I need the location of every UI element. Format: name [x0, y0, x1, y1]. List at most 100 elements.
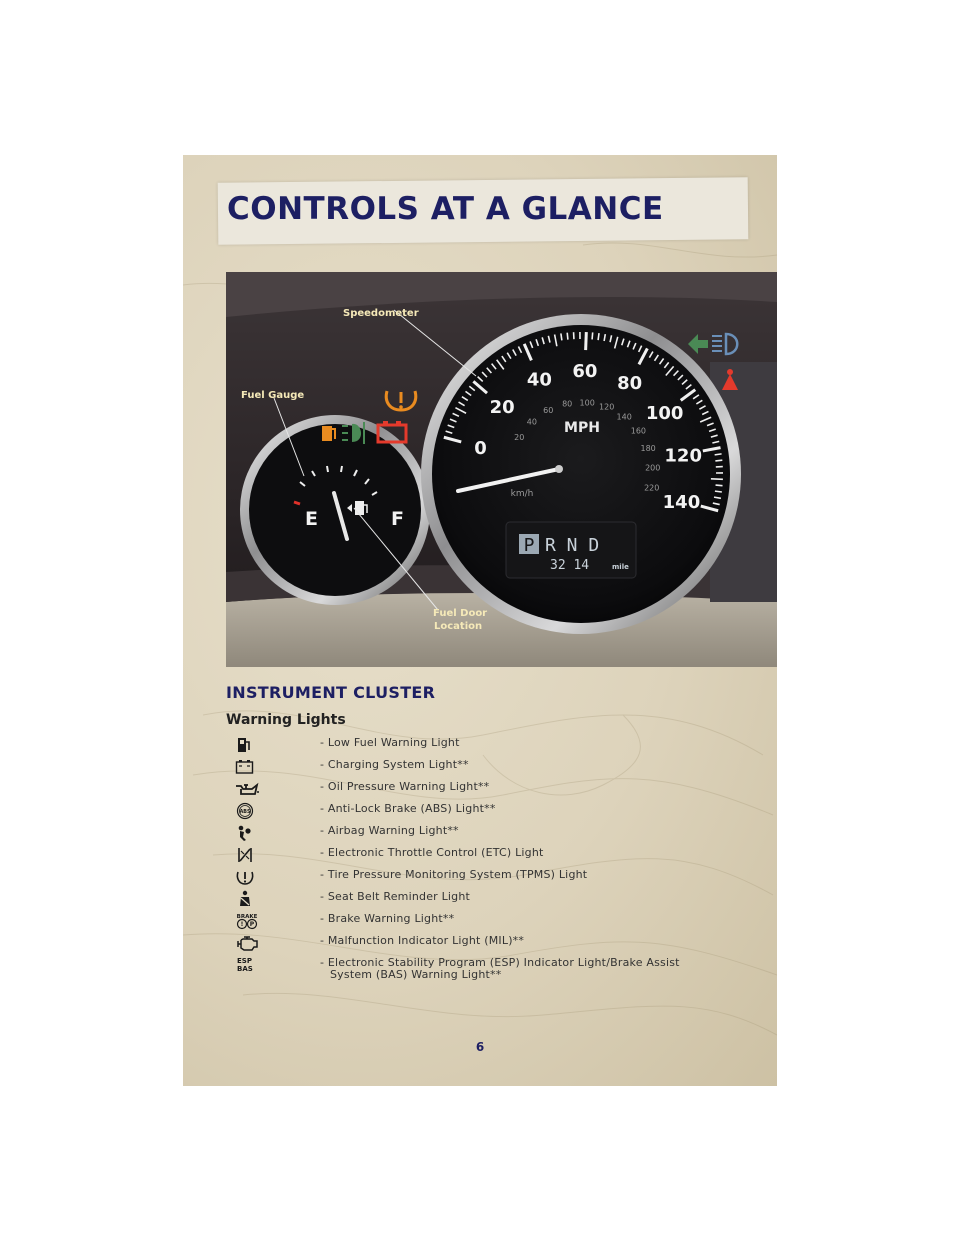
kmh-tick-label: 20: [514, 433, 524, 442]
speedometer-tick: [522, 343, 533, 361]
speedometer-tick: [713, 496, 722, 500]
speedometer-tick: [702, 446, 721, 453]
speedometer-tick: [461, 395, 469, 402]
warning-light-item: - Seat Belt Reminder Light: [235, 889, 765, 911]
topographic-texture: [183, 242, 777, 1036]
speedometer-tick: [486, 367, 493, 374]
speedometer-tick: [613, 336, 619, 349]
svg-text:ABS: ABS: [240, 809, 251, 815]
brake-icon: BRAKE ! P: [237, 914, 258, 930]
speedometer-tick: [447, 424, 455, 429]
brake-icon-text: BRAKE: [237, 914, 258, 920]
mph-tick-label: 60: [572, 361, 597, 382]
speedometer-tick: [443, 435, 462, 444]
speedometer-tick: [677, 374, 684, 381]
speedometer-tick: [468, 385, 476, 392]
speedometer-tick: [458, 401, 465, 407]
tpms-warning-icon: [384, 390, 418, 412]
gear-p-highlight: [519, 534, 539, 554]
speedometer-needle: [456, 467, 561, 493]
battery-warning-icon: [376, 421, 408, 444]
speedometer-tick: [501, 355, 507, 363]
speedometer-tick: [481, 371, 488, 378]
needle-hub: [555, 465, 563, 473]
tire-pressure-icon: [236, 871, 254, 885]
battery-icon: [235, 760, 254, 774]
warning-light-item: - Charging System Light**: [235, 757, 765, 779]
speedometer-tick: [491, 363, 497, 370]
speedometer-tick: [529, 341, 534, 349]
fuel-needle: [332, 491, 349, 541]
warning-light-text: - Charging System Light**: [320, 758, 469, 771]
throttle-icon: [238, 848, 252, 862]
fuel-door-callout-line: [353, 507, 439, 611]
warning-light-item: - Tire Pressure Monitoring System (TPMS)…: [235, 867, 765, 889]
speedometer-tick: [597, 333, 600, 341]
speedometer-tick: [566, 332, 569, 340]
speedometer-tick: [648, 351, 654, 358]
speedometer-tick: [632, 342, 637, 350]
manual-page: CONTROLS AT A GLANCE: [183, 155, 777, 1086]
low-fuel-warning-icon: [322, 426, 336, 441]
svg-text:!: !: [241, 921, 244, 928]
warning-light-item: - Electronic Throttle Control (ETC) Ligh…: [235, 845, 765, 867]
speedometer-tick: [679, 388, 697, 402]
fuel-pump-gauge-icon: [347, 501, 368, 515]
engine-icon: [237, 936, 258, 951]
speedometer-tick: [712, 440, 720, 444]
speedometer-tick: [455, 406, 467, 414]
speedometer-tick: [560, 333, 563, 341]
fuel-pump-icon: [238, 738, 250, 752]
speedometer-tick: [609, 335, 613, 343]
speedometer-tick: [553, 334, 558, 347]
mph-tick-label: 20: [490, 397, 515, 418]
speedometer-callout-line: [393, 309, 477, 377]
abs-icon: ABS: [236, 802, 254, 820]
speedometer-tick: [472, 380, 488, 395]
warning-light-item: BRAKE ! P - Brake Warning Light**: [235, 911, 765, 933]
speedometer-tick: [465, 390, 472, 397]
speedometer-tick: [512, 349, 517, 356]
speedometer-tick: [692, 394, 700, 400]
fuel-gauge-callout: Fuel Gauge: [241, 390, 304, 401]
kmh-unit-label: km/h: [511, 489, 534, 499]
fog-light-indicator-icon: [342, 422, 365, 444]
odometer-unit: mile: [612, 563, 629, 571]
speedometer-tick: [637, 345, 643, 353]
speedometer-tick: [712, 502, 720, 506]
speedometer-tick: [445, 430, 453, 435]
speedometer-tick: [517, 346, 523, 354]
kmh-tick-label: 180: [641, 444, 656, 453]
seat-belt-warning-icon: [722, 369, 738, 390]
warning-light-text: - Electronic Stability Program (ESP) Ind…: [320, 956, 680, 969]
kmh-tick-label: 140: [617, 412, 632, 421]
kmh-tick-label: 80: [562, 399, 572, 408]
gear-selected: P: [524, 535, 535, 556]
speedometer-tick: [653, 354, 660, 362]
speedometer-tick: [477, 376, 484, 383]
odometer-value: 32 14: [550, 558, 589, 573]
fuel-door-callout-line1: Fuel Door: [433, 608, 487, 619]
speedometer-tick: [591, 332, 594, 340]
turn-signal-indicator-icon: [688, 334, 708, 354]
warning-light-item: ESP BAS - Electronic Stability Program (…: [235, 955, 765, 991]
warning-light-text: - Brake Warning Light**: [320, 912, 455, 925]
oil-can-icon: [236, 782, 259, 795]
esp-icon-text: ESP: [237, 957, 252, 965]
warning-light-text-block: - Electronic Stability Program (ESP) Ind…: [320, 957, 700, 981]
kmh-tick-label: 60: [543, 406, 553, 415]
section-title: INSTRUMENT CLUSTER: [226, 683, 436, 702]
speedometer-tick: [700, 504, 719, 513]
speedometer-tick: [452, 412, 460, 418]
speedometer-tick: [658, 358, 665, 365]
warning-light-text: - Electronic Throttle Control (ETC) Ligh…: [320, 846, 544, 859]
speedometer-tick: [681, 379, 688, 386]
speedometer-tick: [541, 337, 545, 345]
speedometer-tick: [547, 335, 551, 343]
warning-light-text: - Airbag Warning Light**: [320, 824, 459, 837]
fuel-gauge-face: [249, 424, 421, 596]
subsection-title: Warning Lights: [226, 712, 346, 728]
